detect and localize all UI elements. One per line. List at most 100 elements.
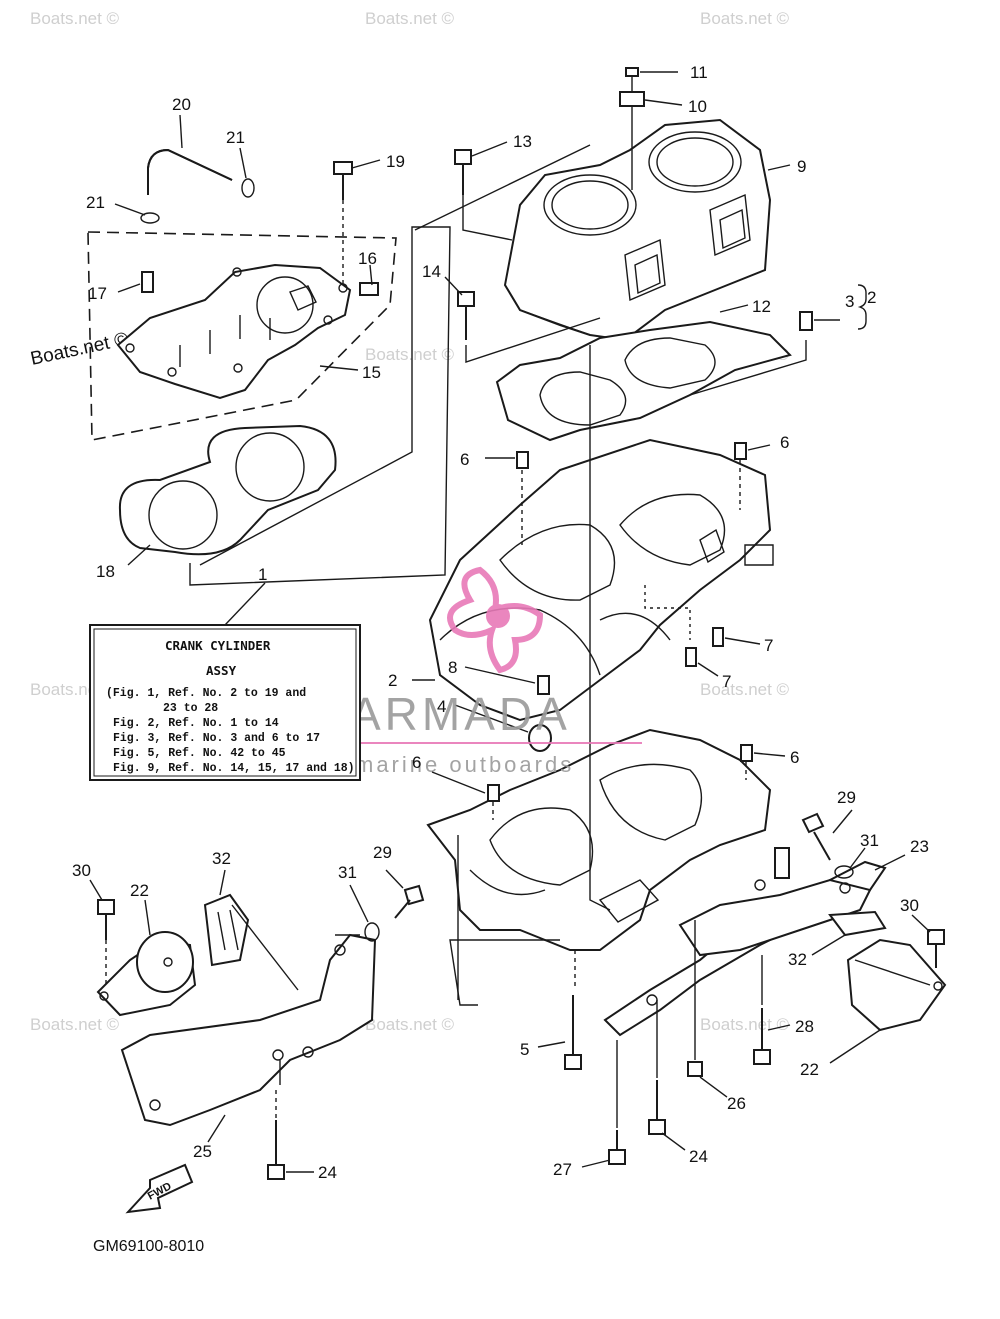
callout-6: 6 — [460, 450, 469, 469]
dotted-locator — [644, 585, 691, 640]
callout-2: 2 — [867, 288, 876, 307]
cover-bore — [256, 276, 314, 334]
callout-8: 8 — [448, 658, 457, 677]
bolt-locator — [465, 317, 601, 363]
subassembly-dashed-box — [87, 231, 397, 441]
watermark: Boats.net © — [700, 9, 790, 28]
callout-numbers: 1 2 2 3 4 5 6 6 6 6 7 7 8 9 10 11 12 13 … — [72, 63, 929, 1182]
assembly-subtitle: ASSY — [206, 663, 237, 678]
callout-22: 22 — [130, 881, 149, 900]
engine-mount — [846, 938, 947, 1032]
watermark: Boats.net © — [30, 9, 120, 28]
assembly-line: Fig. 3, Ref. No. 3 and 6 to 17 — [113, 732, 320, 745]
callout-29: 29 — [373, 843, 392, 862]
callout-17: 17 — [88, 284, 107, 303]
assembly-line: Fig. 9, Ref. No. 14, 15, 17 and 18) — [113, 762, 355, 775]
callout-19: 19 — [386, 152, 405, 171]
dowel-pin — [799, 311, 813, 331]
callout-20: 20 — [172, 95, 191, 114]
watermark: Boats.net © — [700, 1015, 790, 1034]
hose-clip — [241, 178, 255, 198]
hose-inner — [147, 148, 233, 195]
bolt-head — [97, 899, 115, 915]
callout-27: 27 — [553, 1160, 572, 1179]
brand-tagline: marine outboards — [355, 752, 574, 777]
shim — [203, 893, 250, 967]
locator-line — [449, 939, 560, 1006]
watermark: Boats.net © — [365, 345, 455, 364]
shim — [828, 910, 887, 937]
callout-28: 28 — [795, 1017, 814, 1036]
bolt-head — [927, 929, 945, 945]
logo-propeller — [447, 566, 544, 674]
bolt-head — [267, 1164, 285, 1180]
watermark: Boats.net © — [365, 9, 455, 28]
assembly-line: Fig. 2, Ref. No. 1 to 14 — [113, 717, 279, 730]
callout-30: 30 — [72, 861, 91, 880]
bolt-head — [457, 291, 475, 307]
watermark-layer: Boats.net © Boats.net © Boats.net © Boat… — [29, 9, 790, 1034]
callout-1: 1 — [258, 565, 267, 584]
bolt-head — [454, 149, 472, 165]
engine-bracket — [678, 878, 872, 957]
callout-22: 22 — [800, 1060, 819, 1079]
nipple — [141, 271, 154, 293]
callout-26: 26 — [727, 1094, 746, 1113]
watermark: Boats.net © — [30, 1015, 120, 1034]
fitting — [359, 282, 379, 296]
gasket-bore — [148, 480, 218, 550]
bolt-head — [648, 1119, 666, 1135]
dowel-pin — [740, 744, 753, 762]
gasket-bore — [235, 432, 305, 502]
dowel-pin — [734, 442, 747, 460]
callout-4: 4 — [437, 697, 446, 716]
callout-2: 2 — [388, 671, 397, 690]
callout-13: 13 — [513, 132, 532, 151]
gasket-port — [539, 371, 627, 426]
assembly-line: Fig. 5, Ref. No. 42 to 45 — [113, 747, 286, 760]
callout-21: 21 — [86, 193, 105, 212]
cylinder-gasket — [495, 320, 792, 442]
callout-6: 6 — [790, 748, 799, 767]
head-gasket — [118, 424, 337, 556]
screw-head — [625, 67, 639, 77]
callout-10: 10 — [688, 97, 707, 116]
lower-crankcase — [426, 728, 772, 951]
dowel-pin — [516, 451, 529, 469]
watermark: Boats.net © — [365, 1015, 455, 1034]
callout-32: 32 — [212, 849, 231, 868]
leader-lines — [89, 71, 931, 1173]
assembly-label-box: CRANK CYLINDER ASSY (Fig. 1, Ref. No. 2 … — [89, 624, 361, 781]
callout-3: 3 — [845, 292, 854, 311]
hose — [147, 148, 233, 195]
forward-arrow: FWD — [125, 1163, 194, 1214]
hose-clip — [140, 212, 160, 224]
callout-31: 31 — [860, 831, 879, 850]
washer — [364, 922, 380, 942]
callout-25: 25 — [193, 1142, 212, 1161]
callout-32: 32 — [788, 950, 807, 969]
callout-6: 6 — [780, 433, 789, 452]
watermark: Boats.net © — [700, 680, 790, 699]
callout-7: 7 — [722, 672, 731, 691]
armada-logo: ARMADA marine outboards — [350, 566, 642, 777]
leader-frame — [189, 226, 451, 586]
callout-31: 31 — [338, 863, 357, 882]
assembly-line: 23 to 28 — [163, 702, 218, 715]
callout-11: 11 — [690, 63, 708, 82]
bolt-head — [333, 161, 353, 175]
assembly-line: (Fig. 1, Ref. No. 2 to 19 and — [106, 687, 306, 700]
diagram-code: GM69100-8010 — [93, 1238, 204, 1255]
engine-bracket — [120, 933, 377, 1127]
watermark-dark: Boats.net © — [29, 329, 131, 370]
callout-24: 24 — [318, 1163, 337, 1182]
engine-mount-rubber — [136, 931, 194, 993]
callout-15: 15 — [362, 363, 381, 382]
bolt-head — [687, 1061, 703, 1077]
bracket-post — [774, 847, 790, 879]
bolt-locator — [462, 195, 513, 241]
center-line — [589, 345, 611, 911]
callout-14: 14 — [422, 262, 441, 281]
callout-12: 12 — [752, 297, 771, 316]
